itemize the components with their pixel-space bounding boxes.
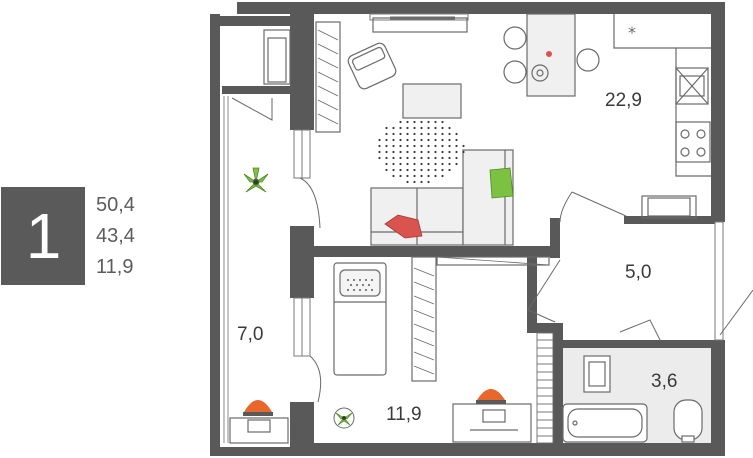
fridge-icon: * [628, 23, 636, 42]
balcony-chair-seat [243, 412, 273, 416]
balcony-furniture [229, 29, 291, 444]
bedroom-plant-icon [333, 407, 355, 429]
area-label-balcony: 7,0 [237, 324, 263, 345]
area-label-bathroom: 3,6 [651, 371, 677, 392]
room-count: 1 [25, 200, 62, 272]
radiator [536, 332, 554, 444]
bedroom-chair-seat [476, 400, 506, 404]
area-stats: 50,4 43,4 11,9 [96, 190, 135, 283]
rug [378, 120, 465, 184]
kitchen-living-furniture [315, 13, 711, 246]
living-area: 43,4 [96, 225, 135, 247]
bathroom-fixtures [537, 332, 703, 443]
kitchen-area: 11,9 [96, 256, 134, 278]
walls [210, 2, 725, 456]
pillow-pattern [347, 279, 373, 291]
bedroom-chair [477, 389, 505, 400]
cushion-red [384, 214, 423, 239]
area-label-kitchen-living: 22,9 [605, 90, 642, 111]
room-count-badge: 1 [1, 187, 85, 285]
plant-icon [243, 167, 269, 193]
balcony-railing [223, 96, 229, 443]
total-area: 50,4 [96, 194, 135, 216]
area-label-bedroom: 11,9 [386, 404, 422, 425]
area-label-hallway: 5,0 [625, 262, 651, 283]
balcony-chair [244, 400, 272, 412]
hallway-furniture [436, 195, 697, 266]
cushion-green [489, 167, 514, 199]
bedroom-furniture [333, 256, 532, 443]
vase [546, 51, 552, 57]
door-swings [231, 97, 753, 403]
